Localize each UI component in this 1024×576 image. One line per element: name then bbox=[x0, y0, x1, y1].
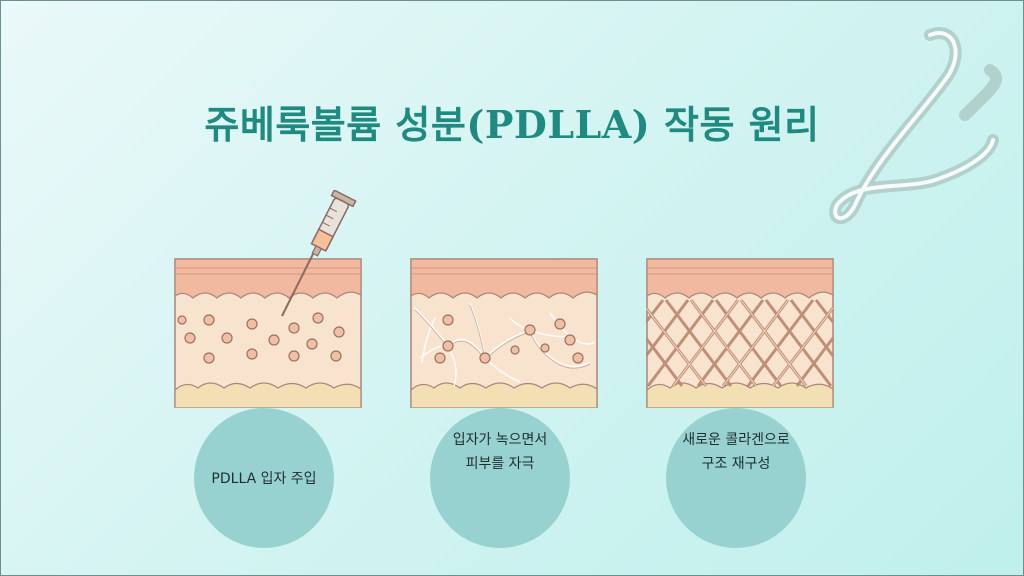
step-3-label-line-2: 구조 재구성 bbox=[701, 456, 771, 472]
step-2-circle: 입자가 녹으면서 피부를 자극 bbox=[430, 408, 570, 548]
step-2-label-line-1: 입자가 녹으면서 bbox=[452, 432, 548, 448]
step-1-circle: PDLLA 입자 주입 bbox=[194, 408, 334, 548]
brand-logo-icon bbox=[829, 27, 1002, 225]
page-title: 쥬베룩볼륨 성분(PDLLA) 작동 원리 bbox=[204, 102, 820, 147]
skin-panel-dissolving bbox=[410, 258, 598, 408]
step-1-label: PDLLA 입자 주입 bbox=[211, 471, 317, 487]
skin-panel-injection bbox=[174, 258, 362, 408]
step-3-label-line-1: 새로운 콜라겐으로 bbox=[682, 432, 790, 448]
skin-panel-collagen bbox=[646, 258, 834, 408]
step-2-label-line-2: 피부를 자극 bbox=[465, 456, 535, 472]
step-3-circle: 새로운 콜라겐으로 구조 재구성 bbox=[666, 408, 806, 548]
syringe-icon bbox=[281, 190, 357, 317]
